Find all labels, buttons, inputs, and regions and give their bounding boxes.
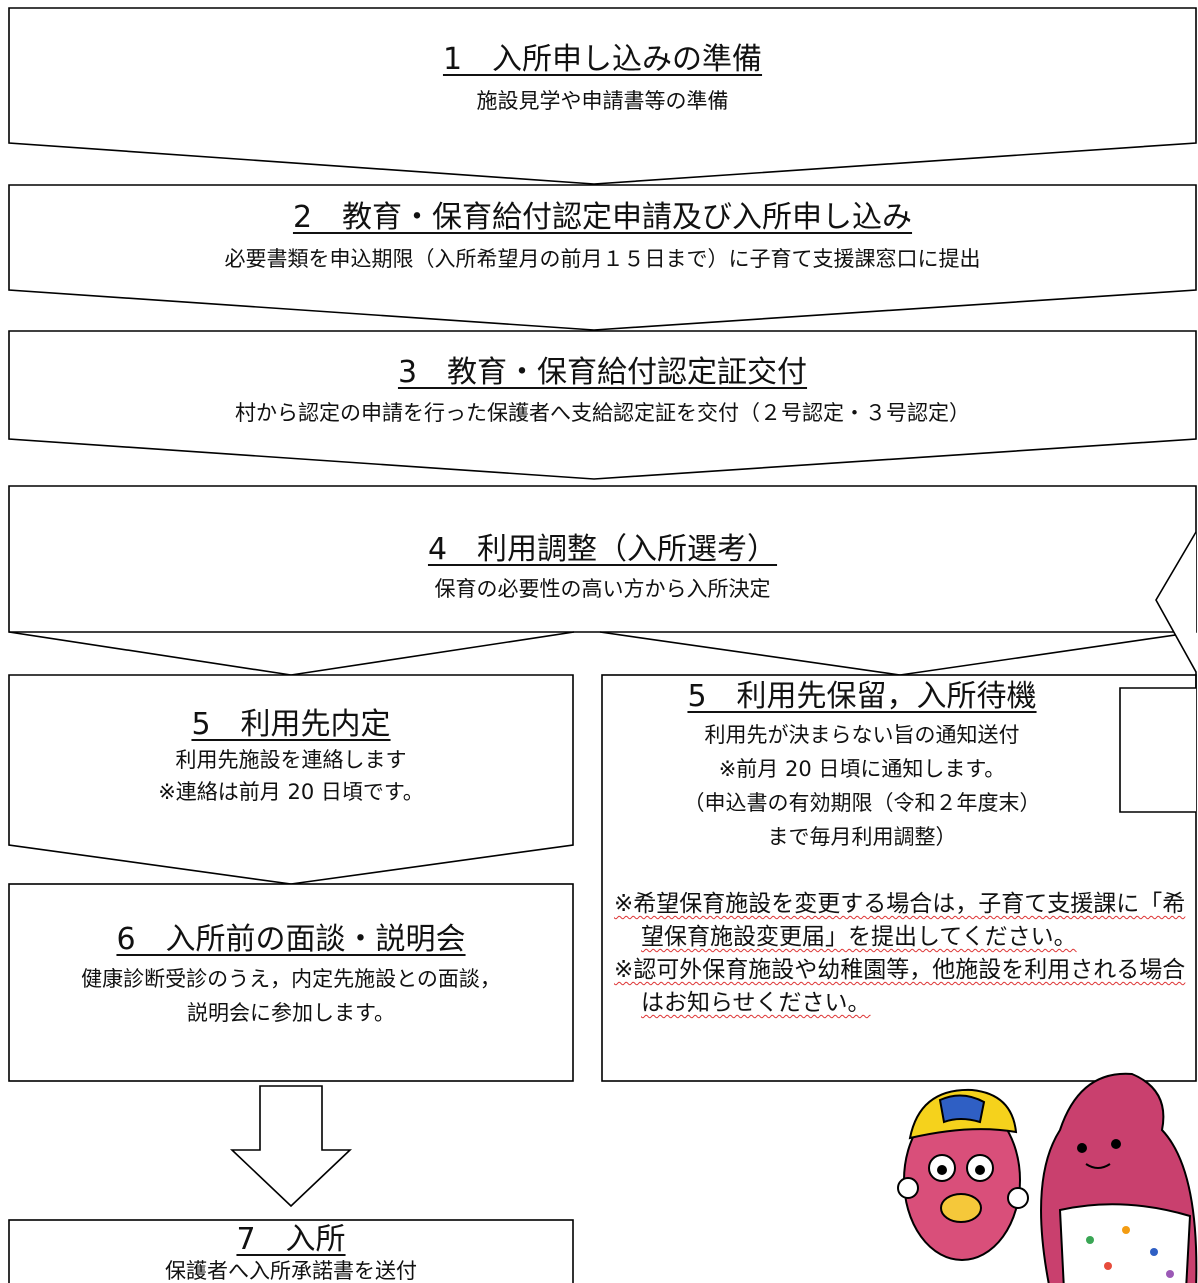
step-3-box (8, 330, 1197, 480)
return-arrow-icon (1119, 531, 1197, 813)
note-list: ※希望保育施設を変更する場合は，子育て支援課に「希望保育施設変更届」を提出してく… (614, 888, 1194, 1020)
step-5-right-line-2: ※前月 20 日頃に通知します。 (718, 757, 1006, 781)
step-5-left-line-2: ※連絡は前月 20 日頃です。 (158, 780, 424, 804)
step-6-box (8, 883, 574, 1082)
step-5-right-title: 5 利用先保留，入所待機 (687, 679, 1037, 714)
step-2-title: 2 教育・保育給付認定申請及び入所申し込み (292, 200, 913, 235)
step-1-box (8, 7, 1197, 185)
step-1-line-1: 施設見学や申請書等の準備 (476, 89, 729, 113)
note-other-facility: ※認可外保育施設や幼稚園等，他施設を利用される場合はお知らせください。 (614, 957, 1186, 1016)
step-7-line-1: 保護者へ入所承諾書を送付 (165, 1259, 417, 1283)
step-2-box (8, 184, 1197, 331)
down-arrow-icon (229, 1085, 353, 1208)
step-5-right-line-1: 利用先が決まらない旨の通知送付 (704, 723, 1020, 747)
step-3-line-1: 村から認定の申請を行った保護者へ支給認定証を交付（２号認定・３号認定） (235, 401, 970, 425)
step-4-title: 4 利用調整（入所選考） (427, 532, 778, 567)
step-1-title: 1 入所申し込みの準備 (442, 42, 763, 77)
step-5-left-box (8, 674, 574, 885)
step-5-right-box (601, 674, 1197, 1082)
note-change-facility: ※希望保育施設を変更する場合は，子育て支援課に「希望保育施設変更届」を提出してく… (614, 891, 1186, 950)
step-3-title: 3 教育・保育給付認定証交付 (397, 355, 808, 390)
step-2-line-1: 必要書類を申込期限（入所希望月の前月１５日まで）に子育て支援課窓口に提出 (224, 247, 981, 271)
step-5-left-title: 5 利用先内定 (191, 707, 391, 742)
step-4-right-chevron (599, 631, 1197, 676)
mascot-illustration (897, 1072, 1198, 1283)
step-4-line-1: 保育の必要性の高い方から入所決定 (434, 577, 771, 601)
step-6-line-2: 説明会に参加します。 (187, 1001, 395, 1025)
step-5-right-line-3: （申込書の有効期限（令和２年度末） (683, 791, 1041, 815)
step-7-box (8, 1219, 574, 1283)
step-5-left-line-1: 利用先施設を連絡します (175, 748, 407, 772)
step-4-left-chevron (8, 631, 575, 676)
step-5-right-line-4: まで毎月利用調整） (767, 825, 957, 849)
step-6-title: 6 入所前の面談・説明会 (116, 922, 466, 957)
step-6-line-1: 健康診断受診のうえ，内定先施設との面談， (81, 967, 501, 991)
step-7-title: 7 入所 (236, 1222, 346, 1257)
